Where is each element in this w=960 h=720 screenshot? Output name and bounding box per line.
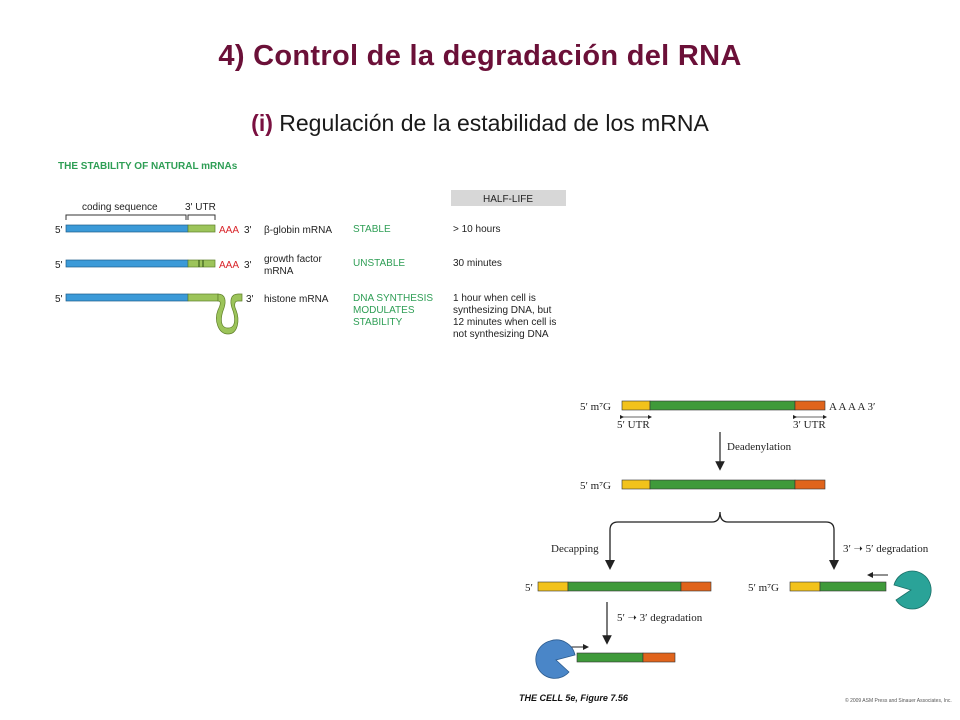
deadenylated-3utr <box>794 479 826 490</box>
row3-coding-bar <box>65 293 189 302</box>
row1-coding-bar <box>65 224 189 233</box>
utr-label: 3' UTR <box>185 202 216 213</box>
utr3-label: 3′ UTR <box>793 419 826 431</box>
decapped-coding <box>567 581 682 592</box>
decapped-5utr <box>537 581 569 592</box>
copyright-note: © 2009 ASM Press and Sinauer Associates,… <box>845 697 952 704</box>
page-title: 4) Control de la degradación del RNA <box>218 40 742 72</box>
row1-half-life: > 10 hours <box>453 224 501 235</box>
row2-utr-bar <box>187 259 216 268</box>
deadenylated-cap-label: 5′ m⁷G <box>580 480 611 492</box>
deg35-label: 3′ ➝ 5′ degradation <box>843 543 929 555</box>
full-mrna-5utr <box>621 400 651 411</box>
row1-stability: STABLE <box>353 224 391 235</box>
decapped-3utr <box>680 581 712 592</box>
full-mrna-polya: A A A A 3′ <box>829 401 875 413</box>
exonuclease-3to5-icon <box>893 570 932 610</box>
row1-polya: AAA <box>219 225 239 236</box>
decapping-arrowhead <box>605 560 615 570</box>
subtitle-text: Regulación de la estabilidad de los mRNA <box>279 110 709 136</box>
full-mrna-3utr <box>794 400 826 411</box>
row3-5prime: 5' <box>55 294 63 305</box>
row1-3prime: 3' <box>244 225 252 236</box>
full-mrna-cap-label: 5′ m⁷G <box>580 401 611 413</box>
degradation-pathway-figure: 5′ m⁷G A A A A 3′ 5′ UTR 3′ UTR Deadenyl… <box>519 400 952 704</box>
half-life-header-bg <box>451 190 566 206</box>
deg35-arrowhead <box>829 560 839 570</box>
row3-half-life-l3: 12 minutes when cell is <box>453 317 556 328</box>
row3-stability-l1: DNA SYNTHESIS <box>353 293 433 304</box>
stability-table-figure: THE STABILITY OF NATURAL mRNAs HALF-LIFE… <box>55 161 566 340</box>
histone-stem-loop <box>216 293 243 335</box>
row1-name: β-globin mRNA <box>264 225 332 236</box>
half-life-header: HALF-LIFE <box>483 194 533 205</box>
stability-heading: THE STABILITY OF NATURAL mRNAs <box>58 161 238 172</box>
deg53-label: 5′ ➝ 3′ degradation <box>617 612 703 624</box>
exonuclease-5to3-icon <box>535 639 576 679</box>
row3-stability-l3: STABILITY <box>353 317 403 328</box>
deadenylated-coding <box>649 479 796 490</box>
row1-utr-bar <box>187 224 216 233</box>
subtitle-prefix: (i) <box>251 110 273 136</box>
deg35-cap-label: 5′ m⁷G <box>748 582 779 594</box>
row3-half-life-l1: 1 hour when cell is <box>453 293 536 304</box>
row2-name-l2: mRNA <box>264 266 294 277</box>
coding-bracket <box>65 214 187 220</box>
figure-caption: THE CELL 5e, Figure 7.56 <box>519 693 629 703</box>
row2-coding-bar <box>65 259 189 268</box>
page-subtitle: (i) Regulación de la estabilidad de los … <box>0 110 960 137</box>
row3-utr-bar <box>187 293 219 302</box>
row2-5prime: 5' <box>55 260 63 271</box>
utr-bracket <box>187 214 216 220</box>
row2-name-l1: growth factor <box>264 254 322 265</box>
deadenylation-label: Deadenylation <box>727 441 792 453</box>
row3-3prime: 3' <box>246 294 254 305</box>
deg35-5utr <box>789 581 821 592</box>
branch-brace <box>609 511 835 560</box>
row2-stability: UNSTABLE <box>353 258 405 269</box>
deg53-3utr <box>642 652 676 663</box>
coding-sequence-label: coding sequence <box>82 202 158 213</box>
row2-half-life: 30 minutes <box>453 258 502 269</box>
row2-polya: AAA <box>219 260 239 271</box>
decapping-label: Decapping <box>551 543 599 555</box>
row3-half-life-l4: not synthesizing DNA <box>453 329 549 340</box>
decapped-5prime-label: 5′ <box>525 582 533 594</box>
utr5-label: 5′ UTR <box>617 419 650 431</box>
deg35-coding-remaining <box>819 581 887 592</box>
row1-5prime: 5' <box>55 225 63 236</box>
row2-3prime: 3' <box>244 260 252 271</box>
full-mrna-coding <box>649 400 796 411</box>
row3-half-life-l2: synthesizing DNA, but <box>453 305 552 316</box>
deg53-coding-remaining <box>576 652 644 663</box>
row3-name: histone mRNA <box>264 294 329 305</box>
row3-stability-l2: MODULATES <box>353 305 415 316</box>
deadenylated-5utr <box>621 479 651 490</box>
